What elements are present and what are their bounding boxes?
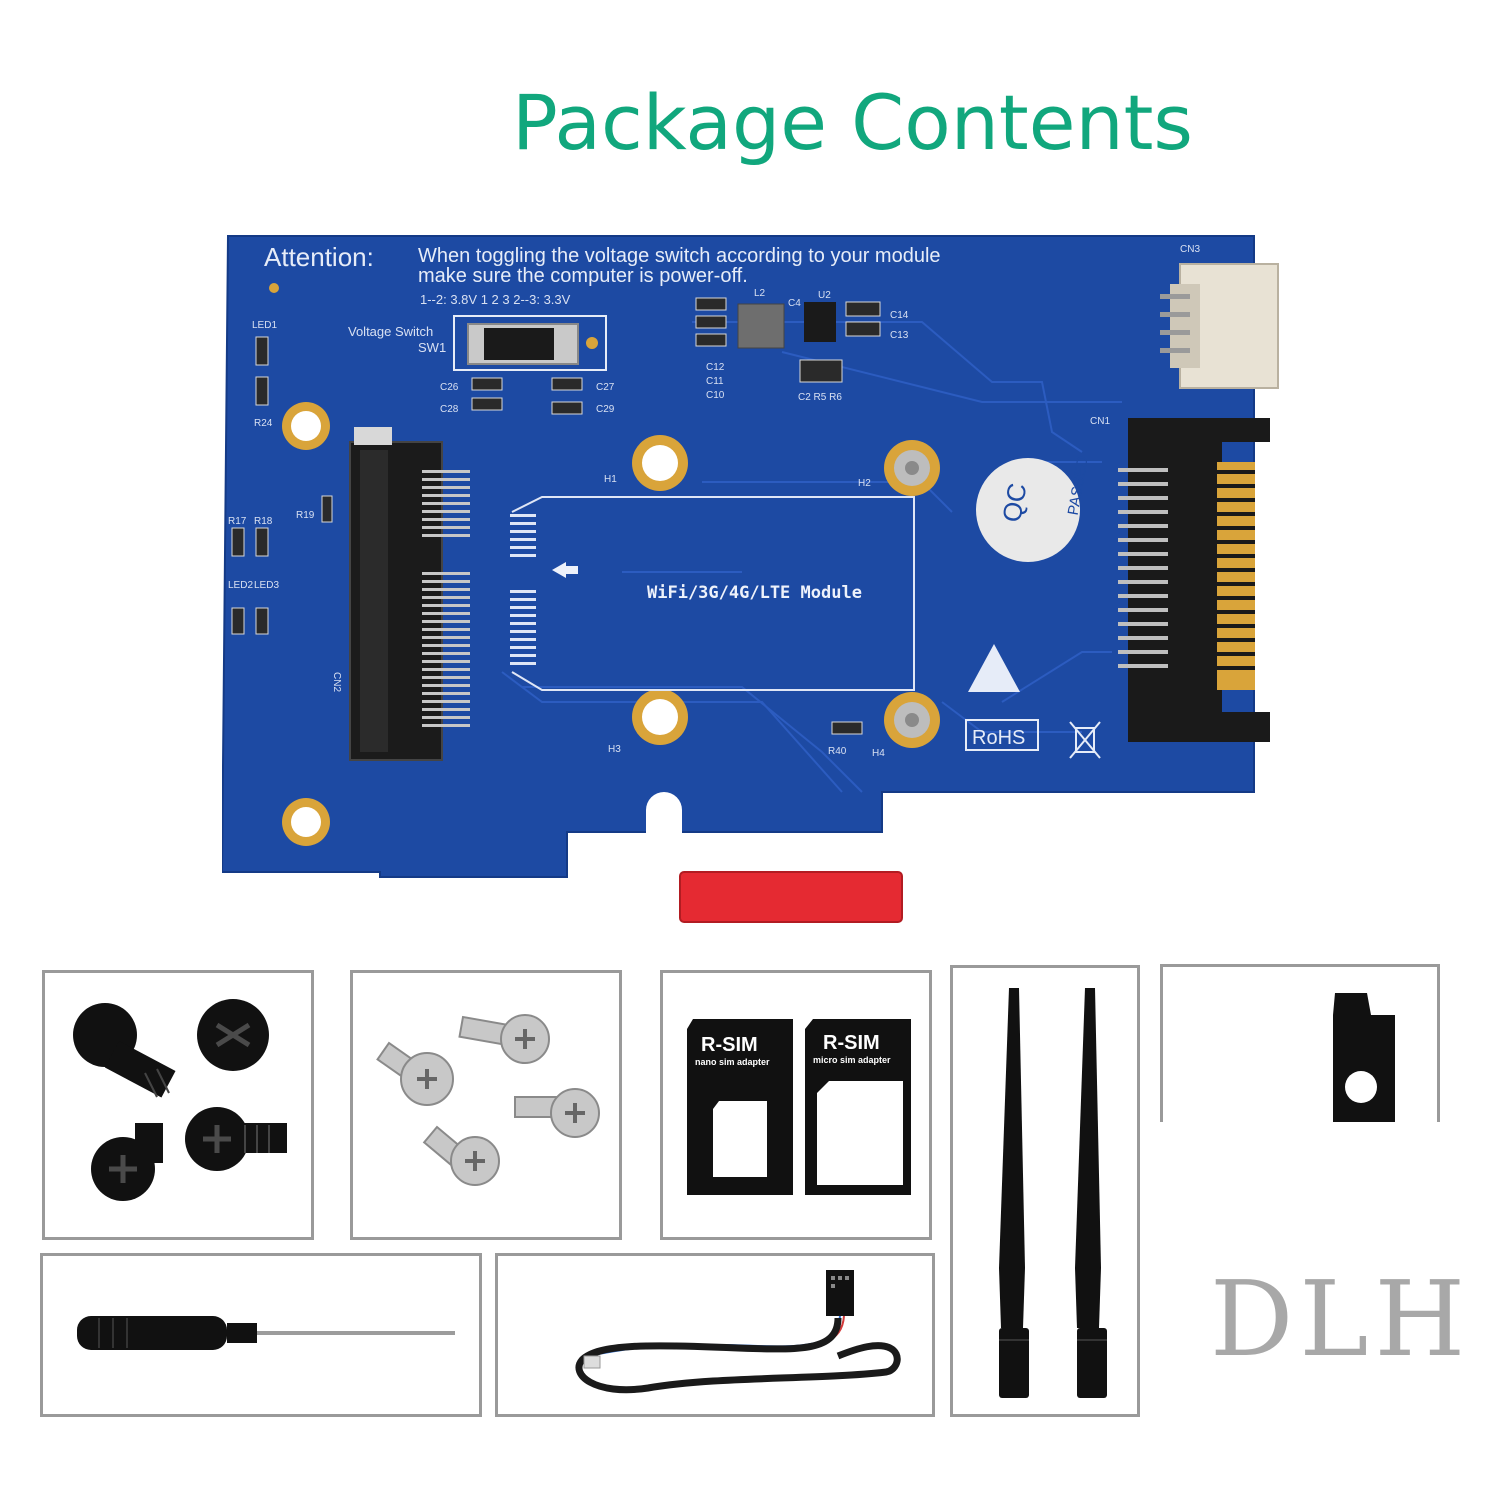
nano-sim-caption: nano sim adapter bbox=[695, 1057, 770, 1067]
svg-text:C4: C4 bbox=[788, 298, 801, 309]
module-outline: WiFi/3G/4G/LTE Module bbox=[510, 496, 915, 691]
sata-power-connector bbox=[1118, 418, 1270, 742]
svg-text:L2: L2 bbox=[754, 288, 766, 299]
cable-sleeve bbox=[575, 1317, 901, 1394]
svg-text:R17: R17 bbox=[228, 516, 247, 527]
rohs-label: RoHS bbox=[972, 727, 1025, 749]
svg-text:C28: C28 bbox=[440, 404, 459, 415]
low-profile-bracket-box bbox=[1160, 964, 1440, 1122]
svg-text:CN3: CN3 bbox=[1180, 244, 1200, 255]
page-title: Package Contents bbox=[511, 78, 1194, 167]
svg-text:H1: H1 bbox=[604, 474, 617, 485]
micro-sim-caption: micro sim adapter bbox=[813, 1055, 891, 1065]
watermark: DLH bbox=[1210, 1258, 1472, 1380]
inductor-l2 bbox=[737, 303, 785, 349]
svg-text:C27: C27 bbox=[596, 382, 615, 393]
weee-bin-icon bbox=[1069, 721, 1101, 759]
svg-text:CN1: CN1 bbox=[1090, 416, 1110, 427]
svg-text:LED1: LED1 bbox=[252, 320, 277, 331]
svg-text:H2: H2 bbox=[858, 478, 871, 489]
screwdriver-box bbox=[40, 1253, 482, 1417]
silver-screws-box bbox=[350, 970, 622, 1240]
nano-sim-brand: R-SIM bbox=[701, 1034, 758, 1056]
module-label: WiFi/3G/4G/LTE Module bbox=[647, 583, 862, 603]
svg-text:R40: R40 bbox=[828, 746, 847, 757]
svg-text:LED2: LED2 bbox=[228, 580, 253, 591]
screwdriver-handle bbox=[77, 1316, 227, 1350]
attention-line-1: When toggling the voltage switch accordi… bbox=[418, 245, 941, 267]
antennas-box bbox=[950, 965, 1141, 1418]
svg-text:H4: H4 bbox=[872, 748, 885, 759]
svg-text:U2: U2 bbox=[818, 290, 831, 301]
ic-u2 bbox=[804, 302, 836, 342]
svg-text:C13: C13 bbox=[890, 330, 909, 341]
mini-pcie-slot bbox=[349, 427, 470, 761]
usb-cable-box bbox=[495, 1253, 935, 1417]
svg-text:QC: QC bbox=[996, 481, 1032, 525]
attention-label: Attention: bbox=[264, 242, 374, 272]
switch-ref: SW1 bbox=[418, 340, 446, 355]
svg-text:C26: C26 bbox=[440, 382, 459, 393]
svg-text:C29: C29 bbox=[596, 404, 615, 415]
svg-text:R24: R24 bbox=[254, 418, 273, 429]
micro-sim-adapter: R-SIM micro sim adapter bbox=[805, 1019, 911, 1195]
svg-text:C2 R5 R6: C2 R5 R6 bbox=[798, 392, 842, 403]
svg-text:LED3: LED3 bbox=[254, 580, 279, 591]
pcie-cap bbox=[679, 871, 903, 923]
svg-text:C11: C11 bbox=[706, 376, 724, 387]
switch-options: 1--2: 3.8V 1 2 3 2--3: 3.3V bbox=[420, 292, 571, 307]
voltage-switch bbox=[453, 315, 607, 371]
nano-sim-adapter: R-SIM nano sim adapter bbox=[687, 1019, 793, 1195]
svg-text:R19: R19 bbox=[296, 510, 315, 521]
svg-text:H3: H3 bbox=[608, 744, 621, 755]
svg-text:R18: R18 bbox=[254, 516, 273, 527]
usb-header-cn3 bbox=[1160, 263, 1279, 389]
esd-warning-icon bbox=[968, 644, 1020, 692]
attention-line-2: make sure the computer is power-off. bbox=[418, 265, 748, 287]
svg-text:CN2: CN2 bbox=[331, 672, 342, 692]
mounting-holes bbox=[269, 283, 940, 846]
sim-adapters-box: R-SIM nano sim adapter R-SIM micro sim a… bbox=[660, 970, 932, 1240]
svg-text:C12: C12 bbox=[706, 362, 725, 373]
black-screws-box bbox=[42, 970, 314, 1240]
switch-label: Voltage Switch bbox=[348, 324, 433, 339]
svg-text:C10: C10 bbox=[706, 390, 725, 401]
svg-text:C14: C14 bbox=[890, 310, 909, 321]
micro-sim-brand: R-SIM bbox=[823, 1032, 880, 1054]
mini-pcie-adapter-board: Attention: When toggling the voltage swi… bbox=[220, 232, 1282, 932]
